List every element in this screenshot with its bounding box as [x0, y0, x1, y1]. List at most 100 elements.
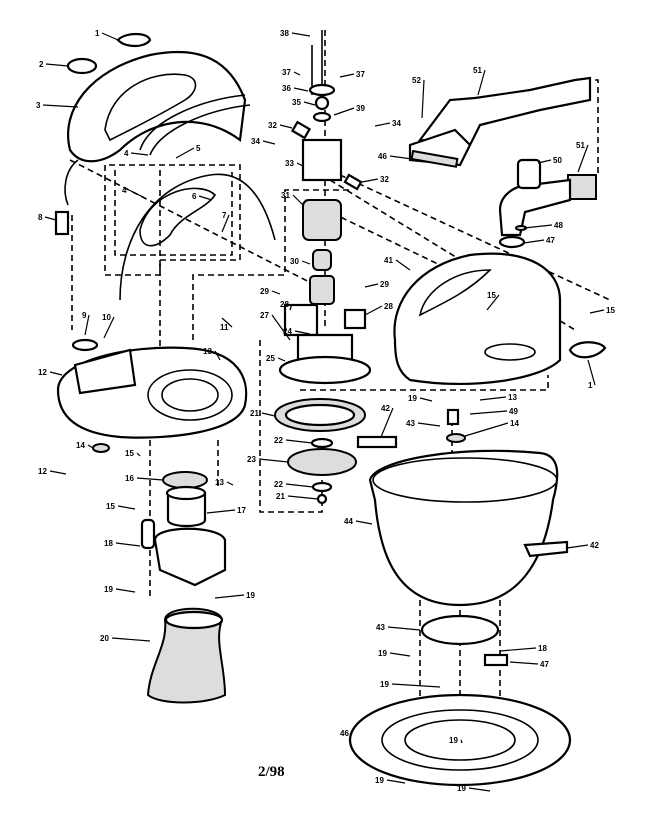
callout-leader-line — [111, 637, 151, 642]
callout-label: 47 — [540, 660, 549, 669]
callout-leader-line — [566, 544, 589, 549]
callout-leader-line — [87, 444, 94, 449]
callout-label: 1 — [588, 381, 593, 390]
callout-label: 19 — [246, 591, 255, 600]
callout-label: 19 — [104, 585, 113, 594]
callout-leader-line — [419, 397, 433, 402]
callout-leader-line — [486, 294, 500, 311]
callout-leader-line — [380, 407, 394, 438]
callout-label: 19 — [457, 784, 466, 793]
callout-leader-line — [417, 422, 441, 427]
callout-leader-line — [214, 350, 221, 361]
callout-label: 22 — [274, 436, 283, 445]
callout-label: 49 — [509, 407, 518, 416]
callout-label: 7 — [222, 211, 227, 220]
callout-leader-line — [460, 739, 463, 744]
callout-leader-line — [349, 732, 353, 737]
callout-label: 15 — [487, 291, 496, 300]
callout-leader-line — [395, 259, 411, 271]
callout-label: 36 — [282, 84, 291, 93]
callout-leader-line — [271, 290, 281, 295]
callout-leader-line — [469, 410, 508, 415]
callout-label: 17 — [237, 506, 246, 515]
callout-label: 41 — [384, 256, 393, 265]
callout-label: 2 — [39, 60, 44, 69]
callout-leader-line — [277, 357, 286, 362]
cover-latch — [116, 32, 152, 48]
callout-label: 15 — [106, 502, 115, 511]
callout-leader-line — [221, 214, 230, 233]
callout-label: 28 — [280, 300, 289, 309]
callout-label: 29 — [380, 280, 389, 289]
callout-leader-line — [523, 239, 545, 244]
callout-label: 46 — [378, 152, 387, 161]
callout-leader-line — [386, 779, 406, 784]
callout-label: 50 — [553, 156, 562, 165]
callout-leader-line — [115, 588, 136, 593]
callout-leader-line — [361, 178, 379, 183]
latch — [356, 435, 398, 449]
callout-label: 34 — [251, 137, 260, 146]
callout-label: 44 — [344, 517, 353, 526]
callout-label: 13 — [508, 393, 517, 402]
callout-leader-line — [523, 224, 553, 229]
callout-leader-line — [214, 594, 245, 599]
callout-label: 37 — [356, 70, 365, 79]
callout-leader-line — [389, 155, 413, 160]
callout-leader-line — [374, 122, 391, 127]
callout-leader-line — [226, 481, 234, 486]
callout-leader-line — [262, 140, 276, 145]
callout-leader-line — [271, 314, 291, 341]
callout-label: 11 — [220, 323, 229, 332]
callout-label: 12 — [38, 467, 47, 476]
callout-label: 29 — [260, 287, 269, 296]
callout-leader-line — [44, 216, 57, 221]
callout-leader-line — [333, 107, 355, 116]
callout-leader-line — [115, 542, 141, 547]
callout-leader-line — [293, 71, 301, 76]
callout-leader-line — [296, 162, 304, 167]
callout-leader-line — [221, 317, 233, 328]
callout-label: 30 — [290, 257, 299, 266]
callout-leader-line — [587, 359, 596, 386]
callout-label: 31 — [281, 191, 290, 200]
callout-leader-line — [261, 412, 276, 417]
callout-leader-line — [45, 63, 69, 67]
callout-label: 15 — [125, 449, 134, 458]
callout-label: 24 — [283, 327, 292, 336]
callout-label: 18 — [104, 539, 113, 548]
callout-leader-line — [421, 79, 425, 119]
callout-label: 43 — [406, 419, 415, 428]
callout-label: 42 — [590, 541, 599, 550]
callout-label: 33 — [285, 159, 294, 168]
top-cover — [54, 32, 276, 301]
callout-leader-line — [364, 305, 383, 316]
callout-leader-line — [101, 32, 119, 41]
callout-leader-line — [136, 477, 164, 481]
motor-assembly — [274, 30, 372, 505]
callout-label: 18 — [538, 644, 547, 653]
callout-label: 13 — [215, 478, 224, 487]
callout-label: 5 — [196, 144, 201, 153]
callout-label: 13 — [203, 347, 212, 356]
lid — [393, 252, 607, 385]
callout-leader-line — [136, 452, 141, 457]
callout-label: 43 — [376, 623, 385, 632]
callout-label: 48 — [554, 221, 563, 230]
callout-label: 42 — [381, 404, 390, 413]
callout-leader-line — [287, 495, 319, 500]
callout-leader-line — [130, 152, 149, 156]
callout-leader-line — [477, 69, 486, 96]
callout-leader-line — [206, 509, 236, 514]
callout-label: 4 — [124, 149, 129, 158]
callout-leader-line — [103, 316, 115, 339]
callout-leader-line — [293, 87, 309, 92]
callout-leader-line — [577, 144, 589, 173]
callout-leader-line — [198, 195, 213, 201]
callout-leader-line — [285, 483, 314, 488]
callout-label: 37 — [282, 68, 291, 77]
callout-label: 21 — [276, 492, 285, 501]
callout-label: 14 — [510, 419, 519, 428]
